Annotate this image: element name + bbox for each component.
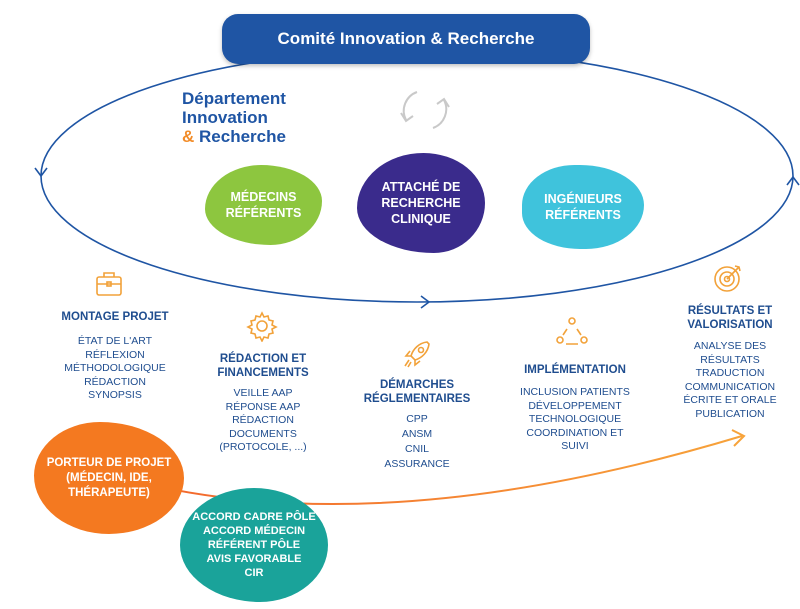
team-label-line: RÉFÉRENTS — [545, 208, 621, 222]
stage-implementation: IMPLÉMENTATION INCLUSION PATIENTS DÉVELO… — [505, 363, 645, 454]
stage-items: ANALYSE DES RÉSULTATS TRADUCTION COMMUNI… — [665, 340, 795, 421]
briefcase-icon — [96, 272, 122, 296]
arrowhead-right — [786, 175, 800, 186]
department-line3-wrap: & Recherche — [182, 127, 286, 146]
stage-item: CPP — [406, 413, 428, 425]
stage-item: ASSURANCE — [384, 458, 450, 470]
department-line3: Recherche — [199, 127, 286, 146]
stage-item: ANALYSE DES — [693, 340, 767, 352]
accord-line: AVIS FAVORABLE — [206, 553, 302, 565]
department-line2: Innovation — [182, 108, 268, 127]
accord-line: ACCORD MÉDECIN — [202, 525, 306, 537]
department-line1: Département — [182, 89, 286, 108]
stage-items: CPP ANSM CNIL ASSURANCE — [352, 412, 482, 472]
stage-items: INCLUSION PATIENTS DÉVELOPPEMENT TECHNOL… — [505, 386, 645, 454]
arrowhead-left — [34, 167, 48, 178]
refresh-icon — [400, 91, 450, 129]
stage-title-line: RÉGLEMENTAIRES — [363, 393, 471, 405]
stage-item: CNIL — [405, 443, 429, 455]
stage-title-line: RÉSULTATS ET — [687, 305, 773, 317]
progress-arc-arrowhead — [731, 429, 746, 447]
stage-title: RÉDACTION ET FINANCEMENTS — [198, 352, 328, 380]
team-blob-ingenieurs: INGÉNIEURS RÉFÉRENTS — [522, 165, 644, 249]
stage-title-line: VALORISATION — [687, 319, 773, 331]
stage-title: MONTAGE PROJET — [61, 311, 169, 323]
team-label-line: MÉDECINS — [230, 190, 297, 204]
accord-line: CIR — [244, 567, 264, 579]
team-blob-medecins: MÉDECINS RÉFÉRENTS — [205, 165, 322, 245]
stage-item: (PROTOCOLE, ...) — [219, 441, 307, 453]
stage-demarches-reglementaires: DÉMARCHES RÉGLEMENTAIRES CPP ANSM CNIL A… — [352, 378, 482, 472]
stage-item: TECHNOLOGIQUE — [528, 413, 622, 425]
stage-item: ANSM — [401, 428, 433, 440]
stage-item: TRADUCTION — [695, 367, 765, 379]
stage-montage-projet: MONTAGE PROJET ÉTAT DE L'ART RÉFLEXION M… — [40, 310, 190, 403]
team-label-line: RÉFÉRENTS — [225, 206, 302, 220]
team-label-line: CLINIQUE — [391, 212, 451, 226]
stage-item: MÉTHODOLOGIQUE — [64, 362, 166, 374]
team-blob-arc: ATTACHÉ DE RECHERCHE CLINIQUE — [357, 153, 485, 253]
committee-title: Comité Innovation & Recherche — [277, 29, 535, 48]
gear-icon — [246, 311, 278, 342]
team-label-line: INGÉNIEURS — [544, 192, 622, 206]
stage-title: DÉMARCHES RÉGLEMENTAIRES — [352, 378, 482, 406]
stage-item: COMMUNICATION — [684, 380, 776, 393]
porteur-blob: PORTEUR DE PROJET (MÉDECIN, IDE, THÉRAPE… — [34, 422, 184, 534]
people-network-icon — [556, 317, 588, 345]
stage-item: PUBLICATION — [695, 407, 765, 420]
stage-item: RÉSULTATS — [700, 353, 760, 366]
stage-title-line: DÉMARCHES — [379, 379, 455, 391]
stage-resultats-valorisation: RÉSULTATS ET VALORISATION ANALYSE DES RÉ… — [665, 304, 795, 421]
stage-items: VEILLE AAP RÉPONSE AAP RÉDACTION DOCUMEN… — [198, 387, 328, 455]
stage-items: ÉTAT DE L'ART RÉFLEXION MÉTHODOLOGIQUE R… — [40, 335, 190, 403]
target-icon — [714, 265, 741, 292]
department-title: Département Innovation & Recherche — [182, 89, 286, 146]
team-label-line: ATTACHÉ DE — [381, 180, 461, 194]
stage-item: INCLUSION PATIENTS — [520, 386, 630, 398]
stage-item: RÉFLEXION — [85, 348, 145, 361]
arrowhead-bottom — [420, 295, 431, 309]
accord-blob: ACCORD CADRE PÔLE ACCORD MÉDECIN RÉFÉREN… — [180, 488, 328, 602]
accord-line: RÉFÉRENT PÔLE — [207, 539, 301, 551]
stage-item: DOCUMENTS — [229, 427, 297, 440]
stage-item: SYNOPSIS — [88, 389, 142, 401]
stage-item: DÉVELOPPEMENT — [528, 399, 622, 412]
accord-line: ACCORD CADRE PÔLE — [192, 511, 316, 523]
stage-redaction-financements: RÉDACTION ET FINANCEMENTS VEILLE AAP RÉP… — [198, 352, 328, 455]
stage-item: RÉDACTION — [232, 414, 294, 426]
team-label-line: RECHERCHE — [381, 196, 461, 210]
stage-item: RÉDACTION — [84, 375, 146, 388]
stage-title: RÉSULTATS ET VALORISATION — [665, 304, 795, 332]
stage-item: ÉTAT DE L'ART — [77, 335, 153, 347]
stage-item: RÉPONSE AAP — [225, 400, 301, 413]
porteur-line: (MÉDECIN, IDE, — [66, 471, 152, 484]
porteur-line: PORTEUR DE PROJET — [46, 456, 172, 469]
stage-item: SUIVI — [561, 440, 589, 452]
committee-banner: Comité Innovation & Recherche — [222, 14, 590, 64]
stage-item: VEILLE AAP — [233, 387, 293, 399]
department-amp: & — [182, 127, 195, 146]
stage-title-line: RÉDACTION ET — [219, 353, 307, 365]
porteur-line: THÉRAPEUTE) — [68, 486, 150, 499]
rocket-icon — [404, 341, 430, 368]
stage-item: COORDINATION ET — [526, 426, 624, 439]
stage-title-line: FINANCEMENTS — [217, 367, 309, 379]
stage-item: ÉCRITE ET ORALE — [683, 394, 777, 406]
stage-title: IMPLÉMENTATION — [524, 364, 626, 376]
